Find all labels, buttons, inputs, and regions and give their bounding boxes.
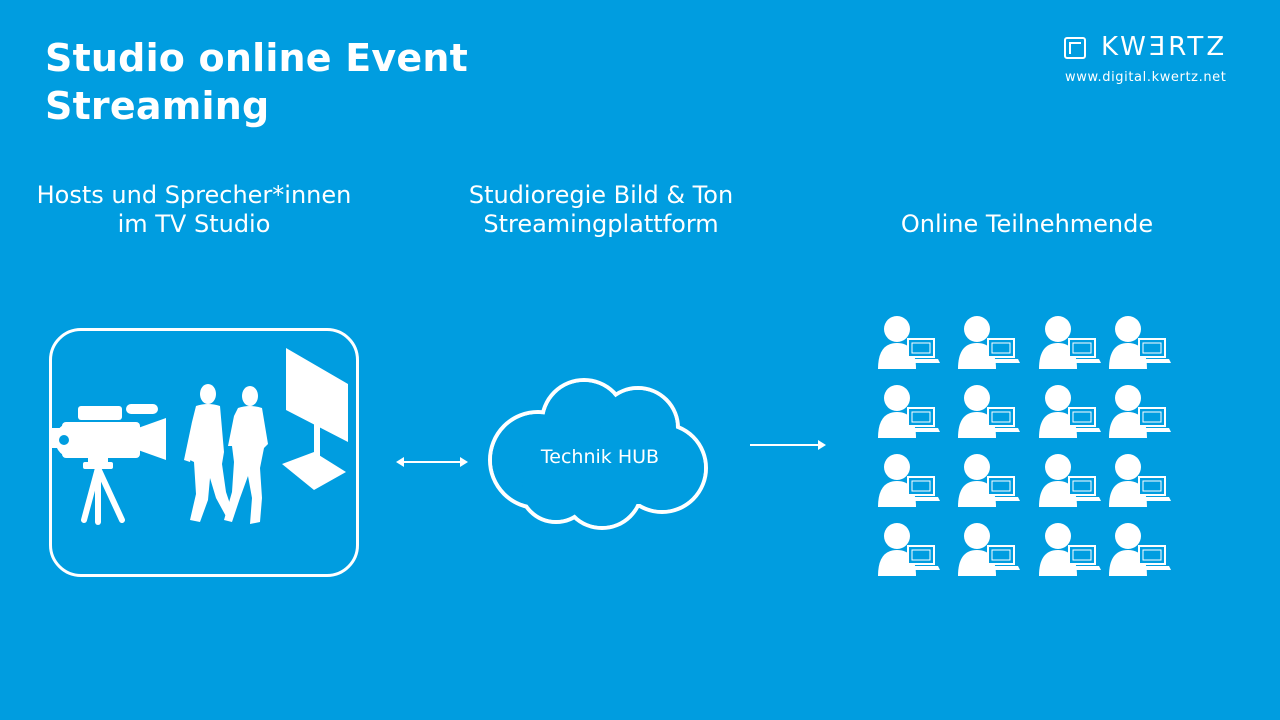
caption-online-line-1: Online Teilnehmende (900, 210, 1154, 238)
caption-hosts: Hosts und Sprecher*innen im TV Studio (24, 181, 364, 239)
logo-url: www.digital.kwertz.net (1065, 70, 1227, 85)
technik-hub-cloud-icon (488, 378, 708, 530)
page-title-line-1: Studio online Event (45, 36, 468, 80)
user-laptop-icon (1039, 385, 1101, 438)
right-arrow-icon (750, 440, 826, 450)
user-laptop-icon (958, 316, 1020, 369)
technik-hub-label: Technik HUB (540, 446, 660, 468)
logo-wordmark: KWƎRTZ (1101, 32, 1228, 62)
user-laptop-icon (1109, 523, 1171, 576)
kwertz-logo: KWƎRTZ www.digital.kwertz.net (1063, 32, 1235, 92)
user-laptop-icon (958, 523, 1020, 576)
page-title: Studio online Event Streaming (45, 34, 468, 130)
user-laptop-icon (1109, 316, 1171, 369)
caption-regie-line-2: Streamingplattform (483, 210, 719, 238)
caption-regie: Studioregie Bild & Ton Streamingplattfor… (440, 181, 762, 239)
user-laptop-icon (1039, 316, 1101, 369)
user-laptop-icon (878, 454, 940, 507)
user-laptop-icon (958, 454, 1020, 507)
caption-hosts-line-2: im TV Studio (117, 210, 271, 238)
bidirectional-arrow-icon (396, 457, 468, 467)
user-laptop-icon (878, 316, 940, 369)
tv-camera-icon (52, 404, 166, 525)
user-laptop-icon (1109, 385, 1171, 438)
page-title-line-2: Streaming (45, 84, 270, 128)
user-laptop-icon (1039, 454, 1101, 507)
caption-regie-line-1: Studioregie Bild & Ton (468, 181, 734, 209)
caption-online: Online Teilnehmende (870, 210, 1184, 239)
hosts-silhouette-icon (184, 384, 268, 524)
tv-screen-stand-icon (282, 348, 348, 490)
user-laptop-icon (1039, 523, 1101, 576)
logo-square-icon (1064, 37, 1086, 59)
user-laptop-icon (958, 385, 1020, 438)
caption-hosts-line-1: Hosts und Sprecher*innen (36, 181, 352, 209)
user-laptop-icon (878, 523, 940, 576)
user-laptop-icon (1109, 454, 1171, 507)
tv-studio-box (49, 328, 359, 577)
user-laptop-icon (878, 385, 940, 438)
participants-grid (870, 310, 1180, 585)
